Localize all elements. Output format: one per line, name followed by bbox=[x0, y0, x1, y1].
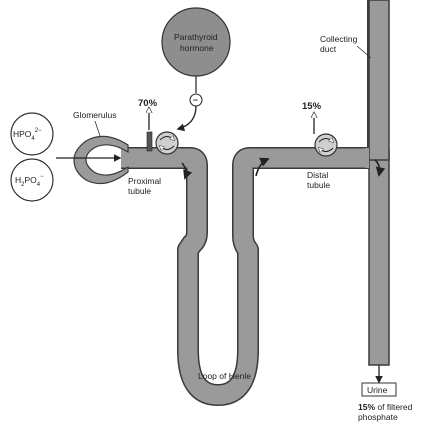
proximal-label-line2: tubule bbox=[128, 186, 151, 196]
svg-text:−: − bbox=[193, 95, 198, 105]
proximal-transporter bbox=[156, 132, 178, 154]
tubule-fill bbox=[121, 0, 378, 395]
collecting-label-line2: duct bbox=[320, 44, 337, 54]
collecting-duct-upper bbox=[369, 0, 389, 160]
parathyroid-hormone-circle bbox=[162, 8, 230, 76]
distal-label-line2: tubule bbox=[307, 180, 330, 190]
pth-effect-arrow bbox=[178, 106, 196, 129]
glomerulus-label: Glomerulus bbox=[73, 110, 116, 120]
nephron-tubule bbox=[121, 0, 389, 395]
pth-label-line1: Parathyroid bbox=[174, 32, 218, 42]
proximal-reabsorption-pct: 70% bbox=[138, 98, 158, 109]
collecting-label-line1: Collecting bbox=[320, 34, 358, 44]
distal-transporter bbox=[315, 134, 337, 156]
filtered-phosphate-line1: 15% of filtered bbox=[358, 402, 413, 412]
filtered-phosphate-line2: phosphate bbox=[358, 412, 398, 422]
collecting-duct-lower bbox=[369, 150, 389, 365]
distal-reabsorption-pct: 15% bbox=[302, 101, 322, 112]
pth-label-line2: hormone bbox=[180, 43, 214, 53]
glomerulus-shape bbox=[74, 136, 128, 183]
distal-label-line1: Distal bbox=[307, 170, 328, 180]
loop-of-henle-label: Loop of Henle bbox=[198, 371, 251, 381]
proximal-channel bbox=[147, 132, 152, 151]
proximal-label-line1: Proximal bbox=[128, 176, 161, 186]
urine-label: Urine bbox=[367, 385, 388, 395]
